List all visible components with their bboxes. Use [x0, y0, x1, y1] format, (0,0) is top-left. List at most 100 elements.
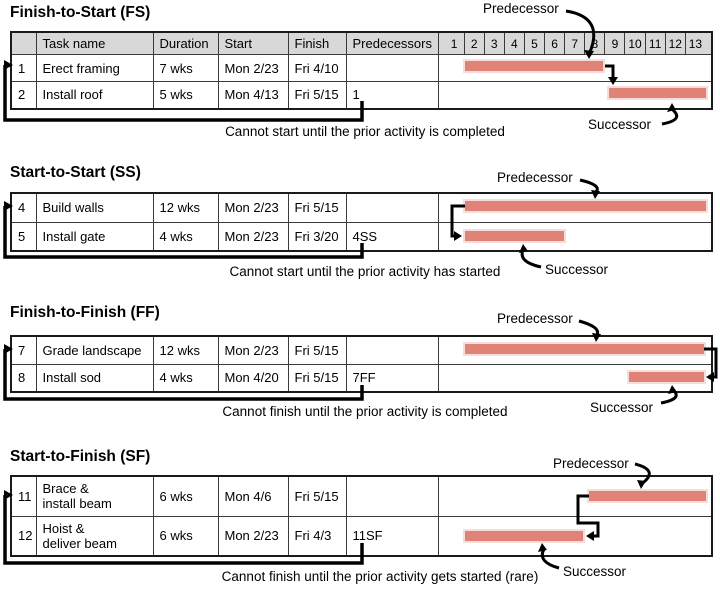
- finish-cell: Fri 4/3: [287, 515, 347, 557]
- ff-successor-label: Successor: [590, 400, 654, 415]
- col-header-predecessors: Predecessors: [345, 31, 439, 55]
- task-name-cell: Install sod: [35, 363, 154, 393]
- week-scale: 1 2 3 4 5 6 7 8 9 10 11 12 13: [444, 33, 706, 54]
- sf-table: 11 Brace & install beam 6 wks Mon 4/6 Fr…: [10, 475, 713, 557]
- week-header-cell: 10: [624, 33, 645, 54]
- col-header-task: Task name: [35, 31, 154, 55]
- col-header-duration: Duration: [152, 31, 219, 55]
- duration-cell: 6 wks: [152, 475, 219, 517]
- col-header-finish: Finish: [287, 31, 347, 55]
- week-header-cell: 9: [604, 33, 625, 54]
- duration-cell: 12 wks: [152, 192, 219, 223]
- fs-successor-bar: [607, 86, 708, 100]
- finish-cell: Fri 5/15: [287, 363, 347, 393]
- duration-cell: 4 wks: [152, 363, 219, 393]
- ss-predecessor-label: Predecessor: [497, 170, 573, 185]
- fs-predecessor-label: Predecessor: [483, 1, 559, 16]
- week-header-cell: 2: [463, 33, 484, 54]
- ff-predecessor-label: Predecessor: [497, 311, 573, 326]
- ff-predecessor-arrow: [578, 319, 600, 336]
- start-cell: Mon 2/23: [217, 221, 289, 252]
- start-cell: Mon 4/13: [217, 81, 289, 109]
- task-name-cell: Grade landscape: [35, 335, 154, 365]
- task-id-cell: 2: [10, 81, 37, 109]
- task-name-cell: Hoist & deliver beam: [35, 515, 154, 557]
- duration-cell: 12 wks: [152, 335, 219, 365]
- week-header-cell: 4: [503, 33, 524, 54]
- task-name-cell: Build walls: [35, 192, 154, 223]
- sf-successor-bar: [463, 529, 585, 543]
- start-cell: Mon 2/23: [217, 335, 289, 365]
- fs-successor-label: Successor: [588, 117, 652, 132]
- predecessors-cell: 1: [345, 81, 439, 109]
- task-name-cell: Erect framing: [35, 54, 154, 82]
- task-id-cell: 12: [10, 515, 37, 557]
- start-cell: Mon 2/23: [217, 515, 289, 557]
- fs-predecessor-bar: [463, 59, 605, 73]
- fs-section-title: Finish-to-Start (FS): [10, 4, 151, 21]
- task-name-cell: Brace & install beam: [35, 475, 154, 517]
- finish-cell: Fri 5/15: [287, 81, 347, 109]
- predecessors-cell: [345, 335, 439, 365]
- duration-cell: 6 wks: [152, 515, 219, 557]
- predecessors-cell: 11SF: [345, 515, 439, 557]
- duration-cell: 4 wks: [152, 221, 219, 252]
- sf-section-title: Start-to-Finish (SF): [10, 448, 151, 465]
- finish-cell: Fri 5/15: [287, 192, 347, 223]
- week-header-cell: 5: [523, 33, 545, 54]
- week-header-cell: 1: [444, 33, 464, 54]
- sf-caption: Cannot finish until the prior activity g…: [221, 569, 539, 584]
- week-scale-header: 1 2 3 4 5 6 7 8 9 10 11 12 13: [437, 31, 713, 55]
- finish-cell: Fri 3/20: [287, 221, 347, 252]
- task-name-cell: Install gate: [35, 221, 154, 252]
- ss-successor-bar: [463, 229, 566, 243]
- ss-successor-label: Successor: [545, 262, 609, 277]
- col-header-start: Start: [217, 31, 289, 55]
- duration-cell: 5 wks: [152, 81, 219, 109]
- start-cell: Mon 4/20: [217, 363, 289, 393]
- finish-cell: Fri 5/15: [287, 475, 347, 517]
- ff-caption: Cannot finish until the prior activity i…: [222, 404, 508, 419]
- ss-section-title: Start-to-Start (SS): [10, 164, 141, 181]
- col-header-id: [10, 31, 37, 55]
- start-cell: Mon 2/23: [217, 192, 289, 223]
- table-row: 1 Erect framing 7 wks Mon 2/23 Fri 4/10: [10, 54, 713, 82]
- week-header-cell: 8: [584, 33, 605, 54]
- task-id-cell: 7: [10, 335, 37, 365]
- sf-predecessor-label: Predecessor: [553, 456, 629, 471]
- task-name-cell: Install roof: [35, 81, 154, 109]
- fs-caption: Cannot start until the prior activity is…: [225, 124, 505, 139]
- predecessors-cell: 4SS: [345, 221, 439, 252]
- fs-header-row: Task name Duration Start Finish Predeces…: [10, 31, 713, 55]
- task-id-cell: 1: [10, 54, 37, 82]
- predecessors-cell: 7FF: [345, 363, 439, 393]
- sf-successor-label: Successor: [563, 564, 627, 579]
- predecessors-cell: [345, 475, 439, 517]
- ss-predecessor-arrow: [579, 178, 599, 193]
- table-row: 8 Install sod 4 wks Mon 4/20 Fri 5/15 7F…: [10, 363, 713, 393]
- task-id-cell: 11: [10, 475, 37, 517]
- finish-cell: Fri 5/15: [287, 335, 347, 365]
- week-header-cell: 7: [564, 33, 585, 54]
- table-row: 5 Install gate 4 wks Mon 2/23 Fri 3/20 4…: [10, 221, 713, 252]
- finish-cell: Fri 4/10: [287, 54, 347, 82]
- week-header-cell: 3: [483, 33, 504, 54]
- start-cell: Mon 2/23: [217, 54, 289, 82]
- duration-cell: 7 wks: [152, 54, 219, 82]
- fs-successor-arrow: [661, 108, 679, 126]
- ff-section-title: Finish-to-Finish (FF): [10, 304, 160, 321]
- week-header-cell: 11: [644, 33, 665, 54]
- predecessors-cell: [345, 54, 439, 82]
- ss-predecessor-bar: [463, 199, 708, 213]
- ff-successor-bar: [627, 370, 706, 384]
- task-id-cell: 5: [10, 221, 37, 252]
- sf-predecessor-bar: [587, 489, 708, 503]
- task-id-cell: 4: [10, 192, 37, 223]
- start-cell: Mon 4/6: [217, 475, 289, 517]
- week-header-cell: 6: [544, 33, 565, 54]
- week-header-cell: 12: [664, 33, 685, 54]
- predecessors-cell: [345, 192, 439, 223]
- week-header-cell: 13: [684, 33, 705, 54]
- ss-caption: Cannot start until the prior activity ha…: [229, 264, 501, 279]
